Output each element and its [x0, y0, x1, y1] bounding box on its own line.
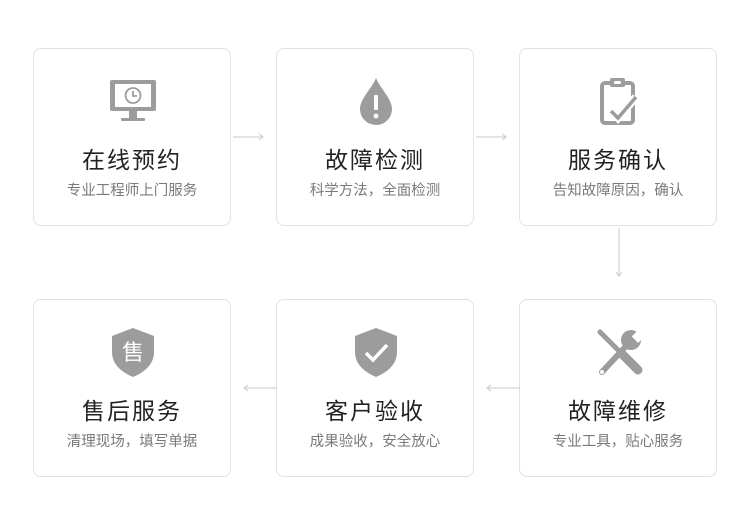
arrow-left-icon — [243, 384, 277, 392]
step-title: 售后服务 — [82, 399, 182, 425]
step-subtitle: 清理现场，填写单据 — [66, 434, 198, 450]
step-subtitle: 成果验收，安全放心 — [309, 434, 441, 450]
arrow-right-icon — [476, 133, 507, 141]
step-card-fault-detection: 故障检测 科学方法，全面检测 — [276, 48, 474, 226]
step-subtitle: 科学方法，全面检测 — [309, 183, 441, 199]
step-title: 服务确认 — [568, 148, 668, 174]
clipboard-check-icon — [594, 75, 644, 127]
step-subtitle: 告知故障原因，确认 — [552, 183, 684, 199]
shield-badge-char: 售 — [122, 341, 144, 366]
step-title: 故障检测 — [325, 148, 425, 174]
step-subtitle: 专业工程师上门服务 — [66, 183, 198, 199]
step-card-customer-acceptance: 客户验收 成果验收，安全放心 — [276, 299, 474, 477]
step-title: 在线预约 — [82, 148, 182, 174]
step-card-service-confirm: 服务确认 告知故障原因，确认 — [519, 48, 717, 226]
monitor-clock-icon — [108, 75, 158, 127]
step-card-online-booking: 在线预约 专业工程师上门服务 — [33, 48, 231, 226]
step-card-fault-repair: 故障维修 专业工具，贴心服务 — [519, 299, 717, 477]
wrench-screwdriver-icon — [594, 326, 644, 378]
drop-exclamation-icon — [351, 75, 401, 127]
arrow-right-icon — [233, 133, 264, 141]
arrow-down-icon — [615, 228, 623, 277]
step-title: 客户验收 — [325, 399, 425, 425]
shield-check-icon — [351, 326, 401, 378]
arrow-left-icon — [486, 384, 520, 392]
shield-sale-icon: 售 — [108, 326, 158, 378]
step-card-after-sales: 售 售后服务 清理现场，填写单据 — [33, 299, 231, 477]
step-title: 故障维修 — [568, 399, 668, 425]
step-subtitle: 专业工具，贴心服务 — [552, 434, 684, 450]
